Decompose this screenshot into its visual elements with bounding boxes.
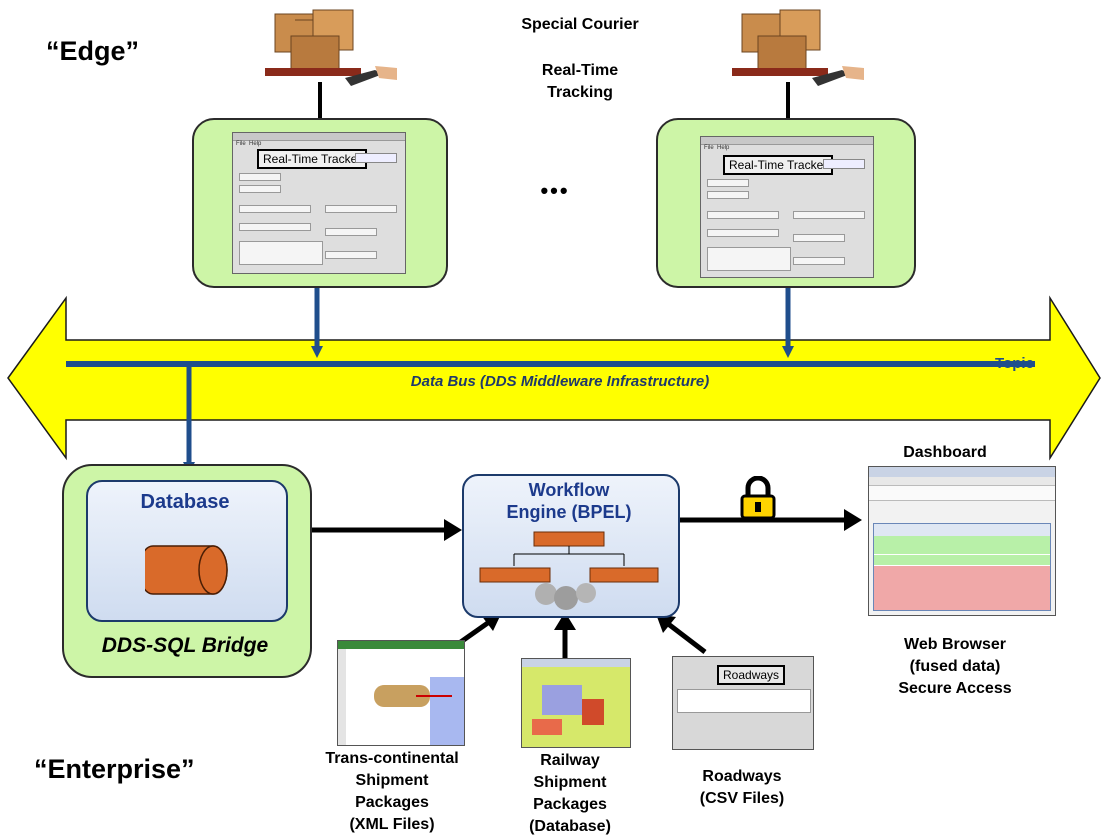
roadways-to-workflow-arrow: [665, 621, 707, 654]
workflow-dashboard-arrowhead: [844, 509, 862, 531]
data-bus-label: Data Bus (DDS Middleware Infrastructure): [410, 373, 710, 390]
workflow-title-line1: Workflow: [528, 480, 610, 500]
dashboard-title: Dashboard: [903, 444, 987, 461]
railway-map-screenshot: [521, 658, 631, 748]
railway-caption-line2: Shipment: [533, 774, 607, 791]
railway-caption-line1: Railway: [540, 752, 600, 769]
dashboard-caption-line1: Web Browser: [904, 636, 1006, 653]
dashboard-screenshot: [868, 466, 1056, 616]
trans-caption-line1: Trans-continental: [325, 750, 459, 767]
trans-caption-line4: (XML Files): [349, 816, 435, 833]
tracker-publish-button-right[interactable]: [823, 159, 865, 169]
dashboard-caption-line2: (fused data): [909, 658, 1001, 675]
lock-icon: [740, 476, 776, 520]
roadways-caption-line1: Roadways: [702, 768, 782, 785]
tracker-window-title-left: Real-Time Tracker: [257, 149, 368, 169]
enterprise-label: “Enterprise”: [34, 754, 195, 784]
trans-continental-map-screenshot: [337, 640, 465, 746]
roadways-arrowhead: [656, 614, 676, 633]
database-cylinder-icon: [145, 545, 228, 595]
workflow-chart-icon: [479, 531, 659, 610]
package-scan-left-icon: [255, 6, 405, 94]
dds-sql-bridge-label: DDS-SQL Bridge: [101, 634, 269, 657]
package-scan-right-icon: [722, 6, 872, 94]
courier-title: Special Courier: [521, 16, 639, 33]
roadways-caption-line2: (CSV Files): [699, 790, 785, 807]
dashboard-caption-line3: Secure Access: [898, 680, 1012, 697]
tracker-window-right: File Help Real-Time Tracker: [700, 136, 874, 278]
ellipsis: •••: [540, 178, 570, 203]
tracker-publish-button-left[interactable]: [355, 153, 397, 163]
tracker-window-left: File Help Real-Time Tracker: [232, 132, 406, 274]
roadways-window-title: Roadways: [717, 665, 786, 685]
topic-label: Topic: [995, 355, 1034, 372]
database-title: Database: [140, 491, 230, 513]
tracker-window-title-right: Real-Time Tracker: [723, 155, 834, 175]
roadways-window-screenshot: Roadways: [672, 656, 814, 750]
railway-caption-line4: (Database): [529, 818, 611, 835]
tracking-title-line1: Real-Time: [541, 62, 619, 79]
railway-arrowhead: [554, 612, 576, 630]
trans-caption-line2: Shipment: [355, 772, 429, 789]
trans-caption-line3: Packages: [355, 794, 429, 811]
workflow-title-line2: Engine (BPEL): [506, 502, 632, 522]
railway-caption-line3: Packages: [533, 796, 607, 813]
data-bus-arrow: [7, 295, 1101, 461]
db-workflow-arrowhead-right: [444, 519, 462, 541]
edge-label: “Edge”: [46, 36, 140, 66]
tracking-title-line2: Tracking: [547, 84, 613, 101]
